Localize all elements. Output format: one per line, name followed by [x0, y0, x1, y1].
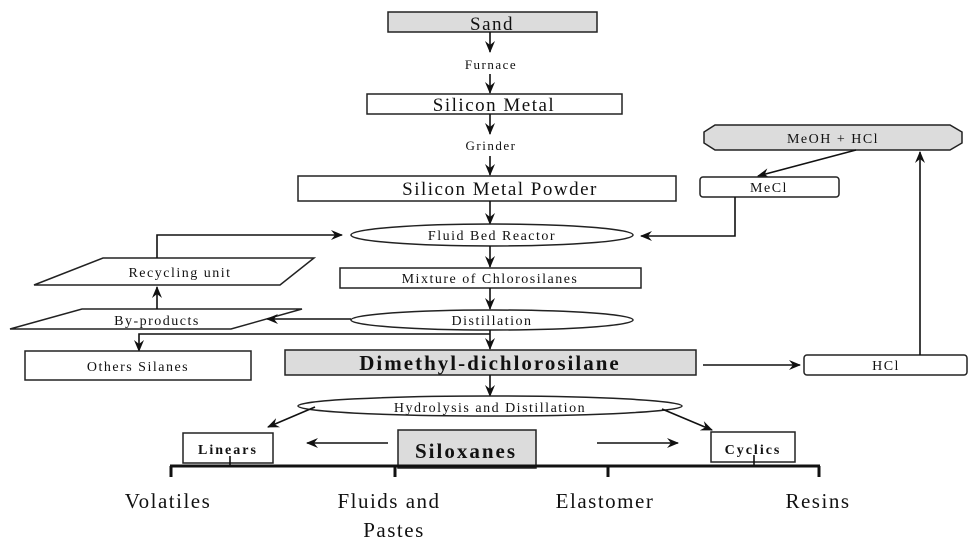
- node-mecl: MeCl: [699, 176, 840, 198]
- product-fluids-pastes-line2: Pastes: [363, 518, 425, 542]
- node-mixture-chlorosilanes: Mixture of Chlorosilanes: [339, 267, 642, 289]
- mecl-label: MeCl: [750, 181, 788, 196]
- arrow-meoh-mecl: [757, 149, 857, 179]
- node-silicon-metal: Silicon Metal: [366, 93, 623, 116]
- hydrolysis-distillation-label: Hydrolysis and Distillation: [394, 401, 586, 416]
- grinder-label: Grinder: [466, 138, 517, 153]
- node-sand: Sand: [387, 11, 598, 35]
- product-fluids-pastes-line1: Fluids and: [337, 489, 440, 513]
- product-volatiles: Volatiles: [125, 489, 212, 513]
- silicon-metal-powder-label: Silicon Metal Powder: [402, 179, 598, 200]
- node-linears: Linears: [182, 432, 274, 465]
- arrow-hydrolysis-cyclics: [661, 408, 713, 431]
- recycling-unit-label: Recycling unit: [128, 266, 231, 281]
- product-elastomer: Elastomer: [556, 489, 655, 513]
- silicon-metal-label: Silicon Metal: [433, 95, 555, 116]
- node-by-products: By-products: [9, 308, 303, 330]
- node-cyclics: Cyclics: [710, 431, 796, 465]
- fluid-bed-reactor-label: Fluid Bed Reactor: [428, 229, 556, 244]
- siloxanes-label: Siloxanes: [415, 439, 517, 463]
- node-hcl: HCl: [803, 354, 968, 376]
- mixture-chlorosilanes-label: Mixture of Chlorosilanes: [402, 272, 579, 287]
- arrow-hydrolysis-linears: [267, 406, 316, 428]
- others-silanes-label: Others Silanes: [87, 360, 189, 375]
- dimethyl-dichlorosilane-label: Dimethyl-dichlorosilane: [359, 351, 620, 375]
- arrow-distillation-others-silanes: [134, 333, 490, 352]
- products-bracket: [169, 464, 821, 477]
- by-products-label: By-products: [114, 314, 200, 329]
- cyclics-label: Cyclics: [725, 443, 782, 458]
- sand-label: Sand: [470, 14, 514, 35]
- distillation-label: Distillation: [452, 314, 533, 329]
- node-silicon-metal-powder: Silicon Metal Powder: [297, 175, 677, 202]
- hcl-label: HCl: [872, 359, 900, 374]
- node-meoh-hcl: MeOH + HCl: [703, 124, 963, 151]
- product-resins: Resins: [785, 489, 850, 513]
- node-recycling-unit: Recycling unit: [33, 257, 317, 286]
- meoh-hcl-label: MeOH + HCl: [787, 132, 879, 147]
- node-fluid-bed-reactor: Fluid Bed Reactor: [350, 223, 634, 247]
- arrow-recycling-reactor: [156, 230, 343, 258]
- furnace-label: Furnace: [465, 57, 517, 72]
- node-others-silanes: Others Silanes: [24, 350, 252, 381]
- node-hydrolysis-distillation: Hydrolysis and Distillation: [297, 395, 683, 417]
- node-dimethyl-dichlorosilane: Dimethyl-dichlorosilane: [284, 349, 697, 376]
- node-distillation: Distillation: [350, 309, 634, 331]
- node-siloxanes: Siloxanes: [397, 429, 537, 469]
- linears-label: Linears: [198, 443, 258, 458]
- arrow-mecl-reactor: [640, 197, 736, 241]
